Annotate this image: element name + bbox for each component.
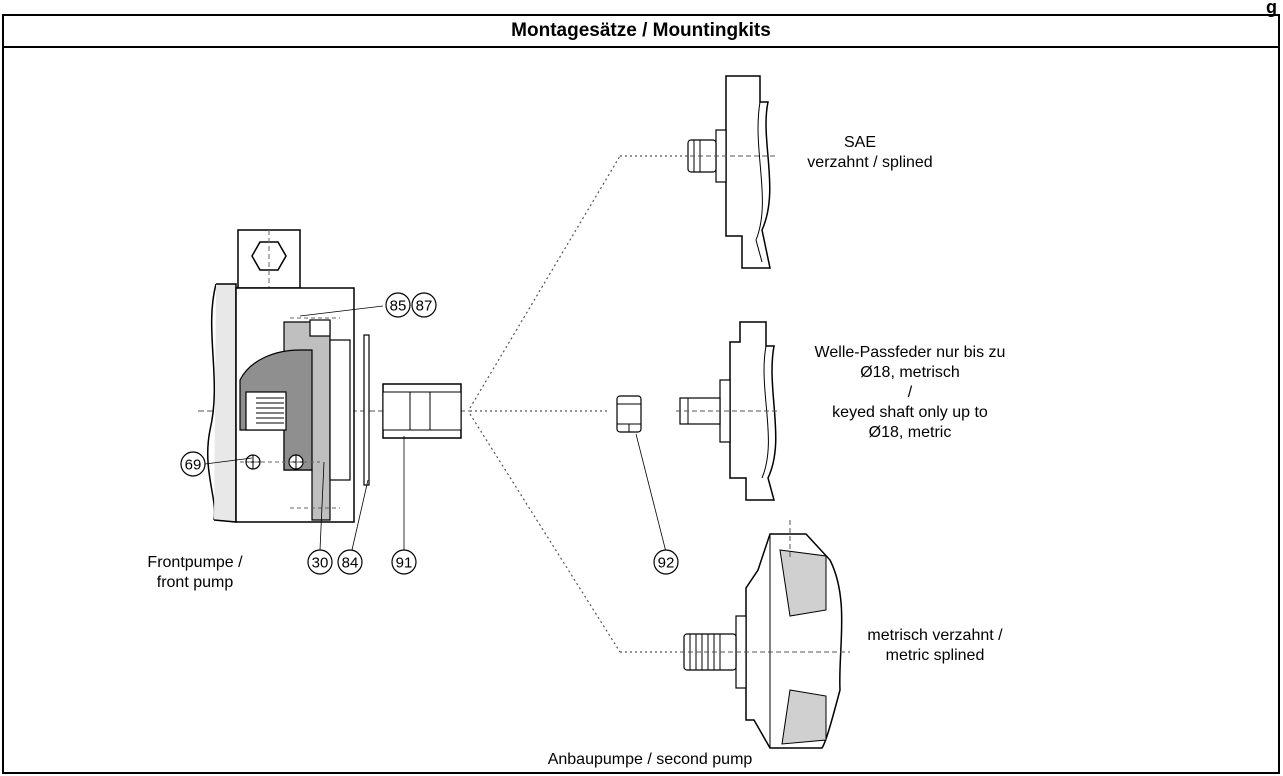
- page-title: Montagesätze / Mountingkits: [2, 14, 1280, 48]
- second-pump-label: Anbaupumpe / second pump: [547, 751, 753, 768]
- front-pump-drawing: [206, 229, 370, 523]
- keyed-pump-drawing: [616, 321, 778, 501]
- callout-69: 69: [185, 457, 202, 474]
- callout-84: 84: [342, 555, 359, 572]
- metric-label-1: metrisch verzahnt /: [867, 627, 1003, 644]
- callout-91: 91: [396, 555, 413, 572]
- callout-87-circle: [411, 292, 437, 318]
- coupling-91: [382, 383, 462, 439]
- front-pump-label-1: Frontpumpe /: [147, 554, 243, 571]
- callout-30-circle: [307, 549, 333, 575]
- front-pump-label-2: front pump: [156, 574, 234, 591]
- callout-92-circle: [653, 549, 679, 575]
- callout-85: 85: [390, 298, 407, 315]
- sae-label: SAE: [843, 134, 876, 151]
- keyed-label-1: Welle-Passfeder nur bis zu: [814, 344, 1006, 361]
- metric-pump-drawing: [680, 520, 850, 749]
- sae-sub-label: verzahnt / splined: [807, 154, 933, 171]
- callout-84-circle: [337, 549, 363, 575]
- callout-30: 30: [312, 555, 329, 572]
- keyed-label-4: keyed shaft only up to: [832, 404, 988, 421]
- sae-pump-drawing: [687, 75, 775, 269]
- metric-label-2: metric splined: [885, 647, 985, 664]
- callout-87: 87: [416, 298, 433, 315]
- corner-fragment: g: [1266, 0, 1277, 17]
- callout-69-circle: [180, 451, 206, 477]
- callout-91-circle: [391, 549, 417, 575]
- callout-85-circle: [385, 292, 411, 318]
- keyed-label-2: Ø18, metrisch: [860, 364, 960, 381]
- callout-92: 92: [658, 555, 675, 572]
- keyed-label-5: Ø18, metric: [868, 424, 952, 441]
- keyed-label-3: /: [907, 384, 913, 401]
